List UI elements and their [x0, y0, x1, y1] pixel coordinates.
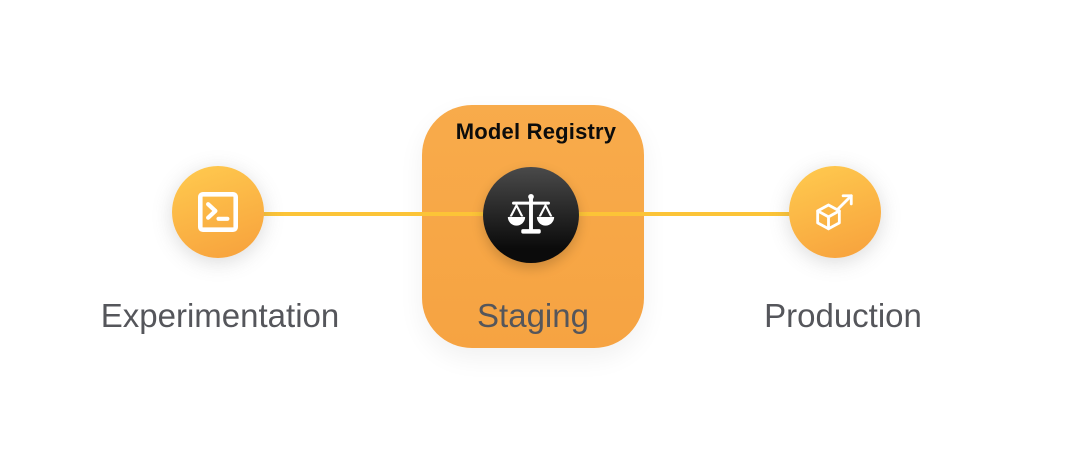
production-label: Production: [764, 297, 922, 334]
cube-arrow-icon: [809, 186, 861, 238]
experimentation-label: Experimentation: [100, 297, 340, 334]
staging-label: Staging: [477, 297, 589, 334]
terminal-icon: [193, 187, 243, 237]
production-node: [789, 166, 881, 258]
scales-icon: [505, 189, 557, 241]
registry-badge: [483, 167, 579, 263]
experimentation-node: [172, 166, 264, 258]
model-registry-title: Model Registry: [455, 119, 617, 144]
